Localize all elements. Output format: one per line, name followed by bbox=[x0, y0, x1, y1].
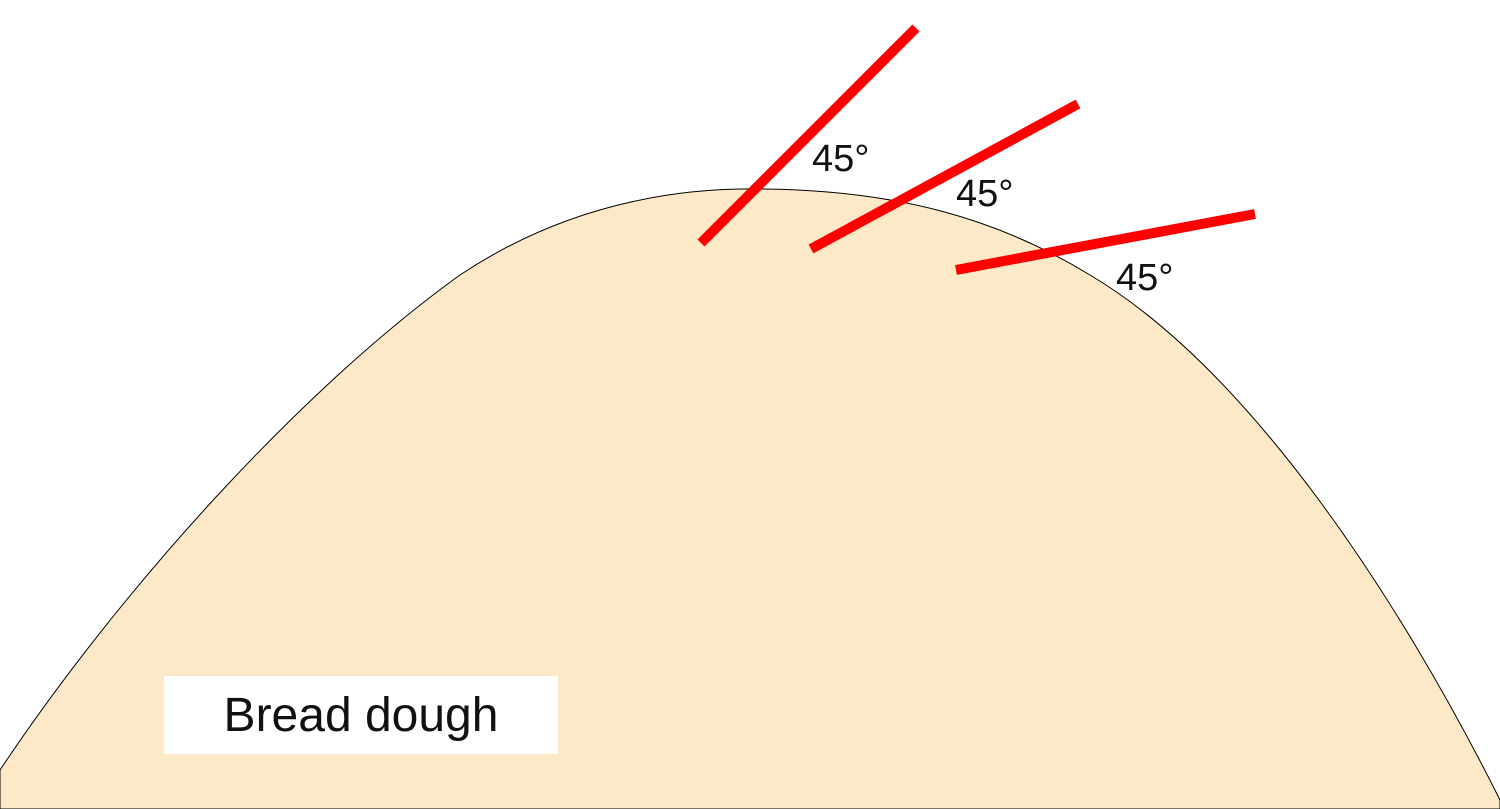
angle-label-2: 45° bbox=[956, 173, 1013, 215]
cut-line-1 bbox=[697, 24, 920, 247]
dough-label-box: Bread dough bbox=[164, 676, 558, 754]
angle-label-3: 45° bbox=[1116, 257, 1173, 299]
dough-label-text: Bread dough bbox=[224, 689, 499, 742]
angle-label-1: 45° bbox=[812, 138, 869, 180]
dough-label-background bbox=[164, 676, 558, 754]
dough-shape bbox=[0, 188, 1500, 809]
cut-line-2 bbox=[808, 99, 1081, 254]
cut-line-3 bbox=[955, 209, 1256, 275]
